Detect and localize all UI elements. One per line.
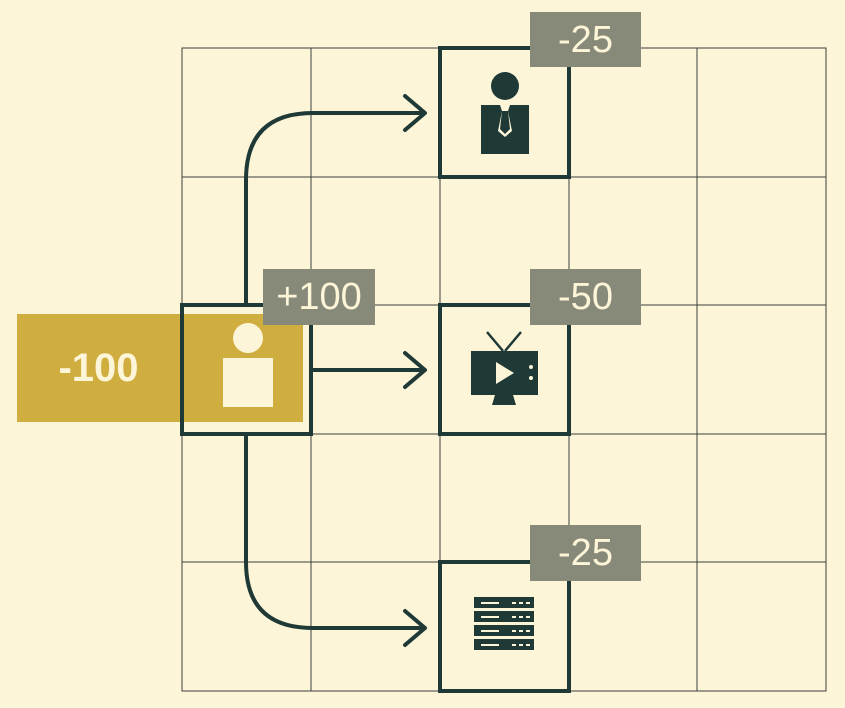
person-icon [223,323,273,407]
server-cost-label: -25 [530,525,641,581]
tv-cell [438,303,571,436]
arrowhead-tv [403,351,427,389]
television-icon [471,331,538,405]
arrow-to-manager [244,111,425,307]
arrowhead-manager [403,94,427,132]
source-cell [180,303,313,436]
arrow-to-server [244,434,425,630]
server-rack-icon [474,597,534,650]
tv-cost-label: -50 [530,269,641,325]
manager-cell [438,46,571,179]
source-cost-label: -100 [58,345,139,390]
businessman-icon [481,72,529,154]
source-gain-label: +100 [263,269,375,325]
server-cell [438,560,571,693]
manager-cost-label: -25 [530,12,641,67]
arrowhead-server [403,609,427,647]
flow-arrows [244,94,427,647]
